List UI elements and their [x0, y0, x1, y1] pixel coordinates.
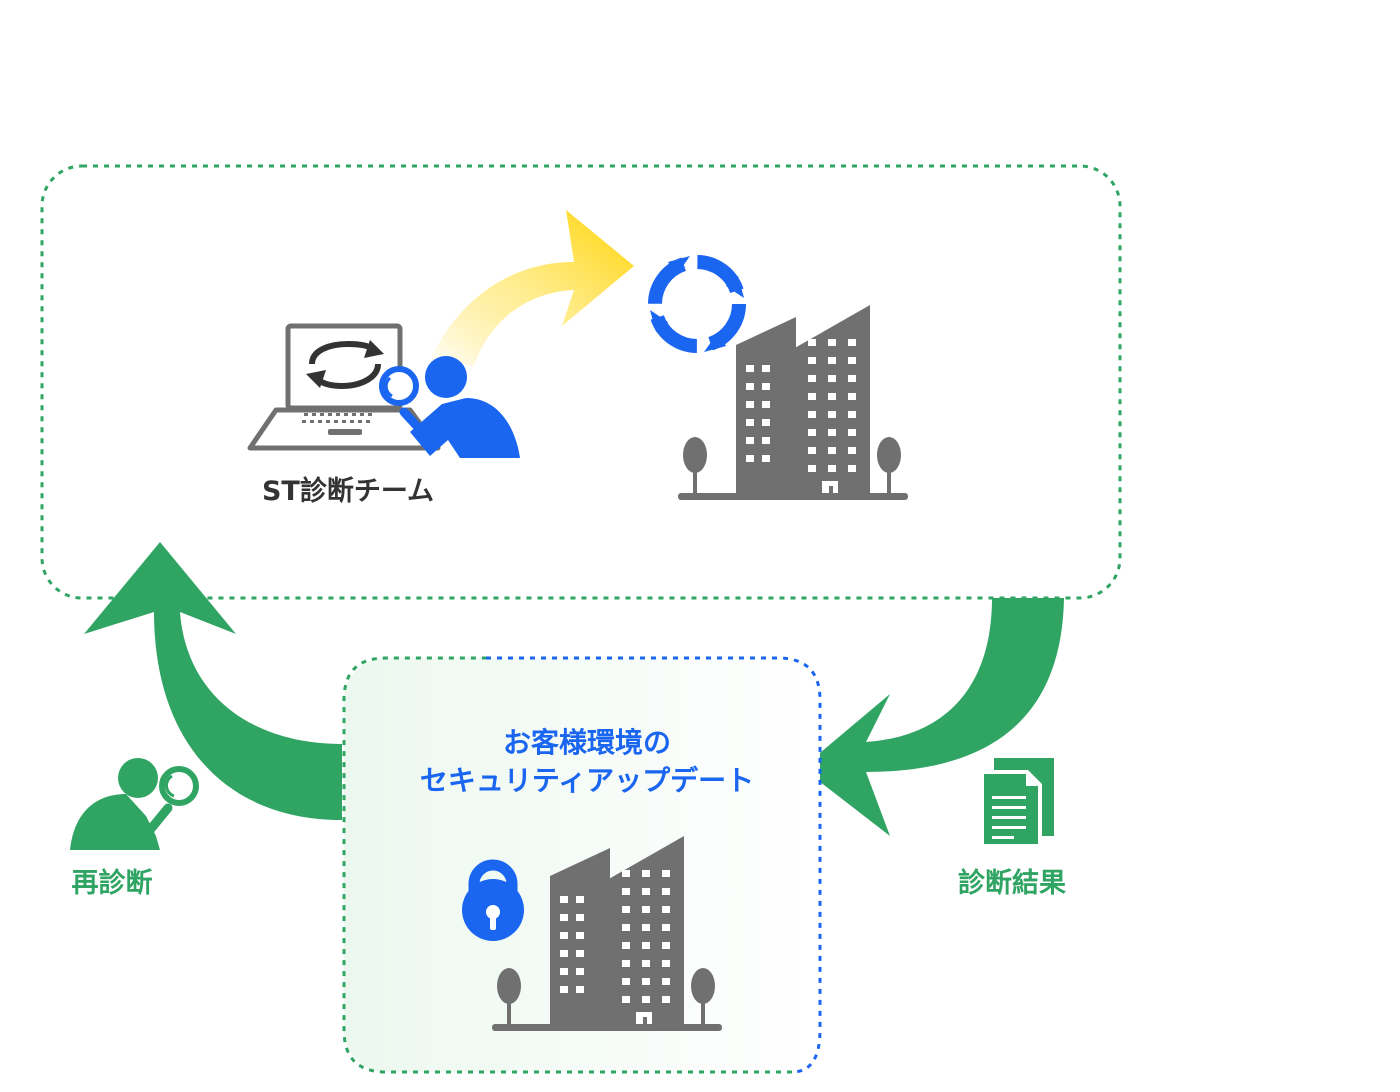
security-update-box-green-border	[342, 656, 792, 1074]
diagnosis-result-label: 診断結果	[958, 867, 1066, 899]
rediagnosis-label: 再診断	[72, 867, 153, 899]
update-box-title-line2: セキュリティアップデート	[420, 764, 754, 797]
update-box-title-line1: お客様環境の	[503, 726, 671, 759]
team-label: ST診断チーム	[262, 475, 434, 507]
person-magnifier-icon	[379, 356, 520, 458]
document-icon	[980, 758, 1054, 848]
rediagnosis-arrow	[84, 542, 342, 820]
security-update-box-blue-border	[486, 656, 822, 1074]
refresh-cycle-icon	[644, 251, 750, 357]
rediagnosis-person-icon	[70, 758, 199, 850]
lock-icon	[462, 859, 524, 941]
diagnosis-result-arrow	[802, 598, 1064, 836]
yellow-arc-arrow	[430, 210, 634, 366]
diagnosis-team-box	[40, 164, 1122, 600]
